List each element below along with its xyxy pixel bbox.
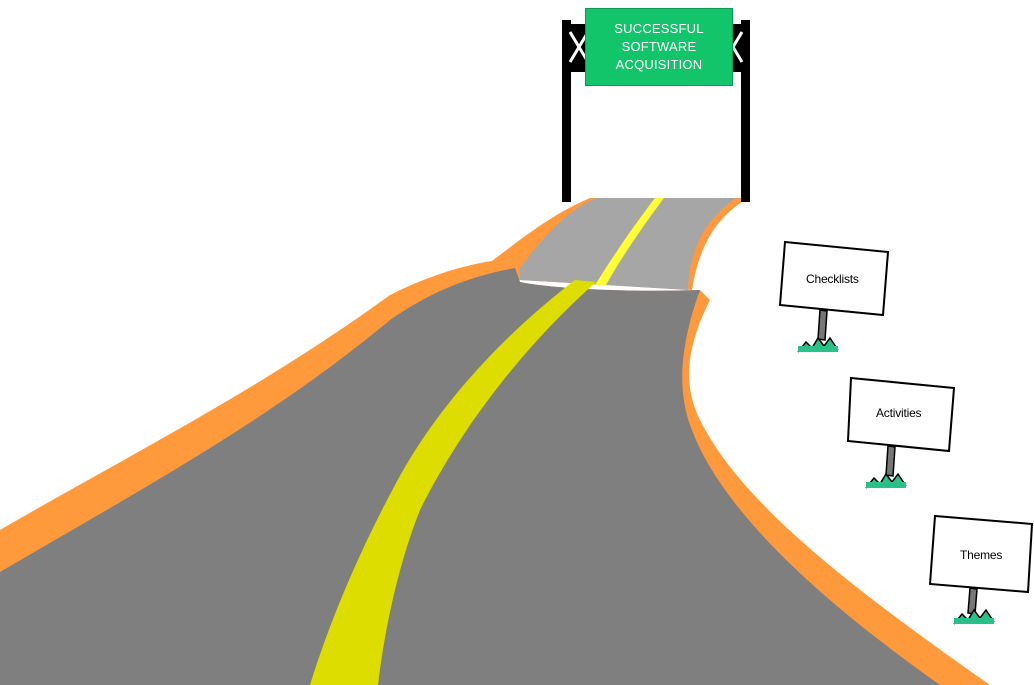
signpost-label: Checklists — [806, 272, 859, 286]
gantry-sign-line-3: ACQUISITION — [616, 56, 703, 74]
signpost-label: Themes — [960, 548, 1002, 562]
gantry-sign: SUCCESSFUL SOFTWARE ACQUISITION — [585, 8, 733, 86]
signpost-icon — [930, 514, 1034, 634]
signpost-icon — [848, 376, 958, 496]
signpost-checklists[interactable]: Checklists — [780, 240, 890, 360]
signpost-icon — [780, 240, 890, 360]
gantry-sign-line-1: SUCCESSFUL — [614, 20, 703, 38]
signpost-activities[interactable]: Activities — [848, 376, 958, 496]
signpost-themes[interactable]: Themes — [930, 514, 1034, 634]
gantry-sign-line-2: SOFTWARE — [622, 38, 697, 56]
signpost-label: Activities — [876, 406, 921, 420]
